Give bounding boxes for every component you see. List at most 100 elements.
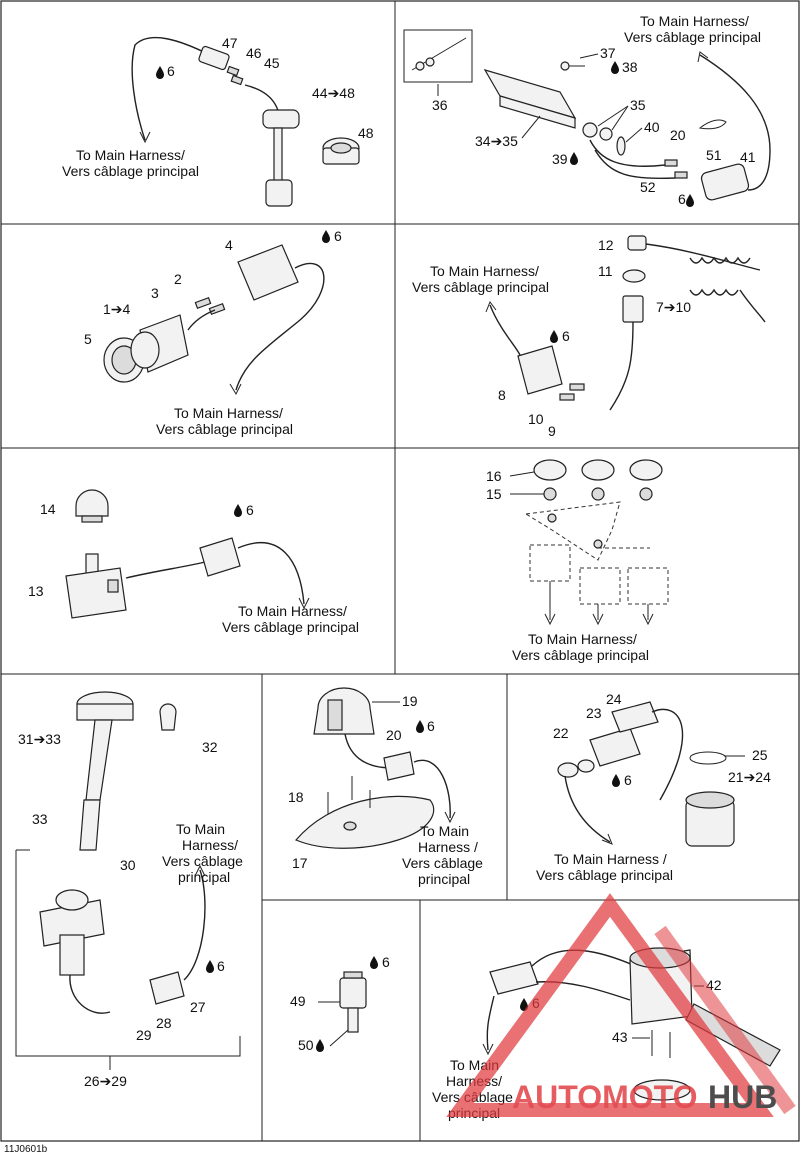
callout-6: 6 (246, 502, 254, 518)
callout-6: 6 (562, 328, 570, 344)
callout-37: 37 (600, 45, 616, 61)
callout-49: 49 (290, 993, 306, 1009)
panel-1: 47 46 45 6 44➔48 48 To Main Harness/ Ver… (62, 35, 374, 207)
harness-label-line2: Vers câblage principal (412, 279, 549, 295)
callout-45: 45 (264, 55, 280, 71)
callout-10: 10 (528, 411, 544, 427)
callout-21-24: 21➔24 (728, 769, 771, 785)
footer-code: 11J0601b (4, 1144, 48, 1155)
callout-47: 47 (222, 35, 238, 51)
callout-27: 27 (190, 999, 206, 1015)
callout-23: 23 (586, 705, 602, 721)
panel-3: 4 6 2 3 1➔4 5 To Main Harness/ Vers câbl… (84, 228, 342, 437)
callout-33: 33 (32, 811, 48, 827)
harness-label-line1: To Main (176, 821, 225, 837)
watermark-logo: AUTOMOTO HUB (446, 893, 796, 1117)
callout-22: 22 (553, 725, 569, 741)
callout-43: 43 (612, 1029, 628, 1045)
callout-13: 13 (28, 583, 44, 599)
callout-38: 38 (622, 59, 638, 75)
harness-label-line2: Vers câblage principal (222, 619, 359, 635)
callout-12: 12 (598, 237, 614, 253)
callout-18: 18 (288, 789, 304, 805)
harness-label-line2: Harness/ (182, 837, 238, 853)
callout-29: 29 (136, 1027, 152, 1043)
harness-label-line3: Vers câblage (402, 855, 483, 871)
callout-30: 30 (120, 857, 136, 873)
callout-28: 28 (156, 1015, 172, 1031)
callout-36: 36 (432, 97, 448, 113)
harness-label-line2: Vers câblage principal (624, 29, 761, 45)
callout-40: 40 (644, 119, 660, 135)
drop-icon (234, 504, 242, 517)
drop-icon (611, 61, 619, 74)
harness-label-line1: To Main Harness/ (174, 405, 283, 421)
callout-6: 6 (217, 958, 225, 974)
drop-icon (322, 230, 330, 243)
callout-52: 52 (640, 179, 656, 195)
callout-14: 14 (40, 501, 56, 517)
panel-2: 37 38 36 35 40 34➔35 20 39 51 41 52 6 To… (403, 13, 771, 207)
callout-2: 2 (174, 271, 182, 287)
callout-7-10: 7➔10 (656, 299, 691, 315)
callout-31-33: 31➔33 (18, 731, 61, 747)
panel-5: 14 6 13 To Main Harness/ Vers câblage pr… (28, 489, 359, 635)
callout-9: 9 (548, 423, 556, 439)
callout-3: 3 (151, 285, 159, 301)
panel-8: 19 20 6 18 17 To Main Harness / Vers câb… (288, 687, 483, 887)
callout-41: 41 (740, 149, 756, 165)
harness-label-line1: To Main (420, 823, 469, 839)
panel-4: 12 11 7➔10 6 8 10 9 To Main Harness/ Ver… (412, 235, 766, 439)
callout-11: 11 (598, 263, 613, 279)
watermark-text-a: AUTOMOTO (512, 1079, 697, 1115)
harness-label-line2: Vers câblage principal (62, 163, 199, 179)
drop-icon (370, 956, 378, 969)
callout-48: 48 (358, 125, 374, 141)
harness-label-line2: Harness / (418, 839, 478, 855)
drop-icon (416, 720, 424, 733)
callout-20: 20 (386, 727, 402, 743)
harness-label-line2: Vers câblage principal (156, 421, 293, 437)
callout-20: 20 (670, 127, 686, 143)
callout-26-29: 26➔29 (84, 1073, 127, 1089)
callout-16: 16 (486, 468, 502, 484)
callout-50: 50 (298, 1037, 314, 1053)
callout-6: 6 (427, 718, 435, 734)
harness-label-line2: Vers câblage principal (536, 867, 673, 883)
harness-label-line2: Vers câblage principal (512, 647, 649, 663)
callout-6: 6 (624, 772, 632, 788)
harness-label-line4: principal (178, 869, 230, 885)
harness-label-line1: To Main Harness/ (430, 263, 539, 279)
callout-5: 5 (84, 331, 92, 347)
panel-7: 31➔33 32 33 30 6 28 27 29 26➔29 To Main … (15, 691, 243, 1089)
callout-8: 8 (498, 387, 506, 403)
callout-39: 39 (552, 151, 568, 167)
callout-35: 35 (630, 97, 646, 113)
drop-icon (686, 194, 694, 207)
callout-4: 4 (225, 237, 233, 253)
callout-24: 24 (606, 691, 622, 707)
callout-17: 17 (292, 855, 308, 871)
watermark-text-b: HUB (708, 1079, 777, 1115)
callout-34-35: 34➔35 (475, 133, 518, 149)
callout-15: 15 (486, 486, 502, 502)
harness-label-line1: To Main Harness/ (238, 603, 347, 619)
harness-label-line1: To Main Harness/ (76, 147, 185, 163)
panel-9: 24 23 22 25 6 21➔24 To Main Harness / Ve… (536, 691, 771, 883)
callout-46: 46 (246, 45, 262, 61)
harness-label-line1: To Main Harness/ (640, 13, 749, 29)
panel-6: 16 15 To Main Harness/ Vers câblage prin… (486, 459, 669, 663)
drop-icon (550, 330, 558, 343)
harness-label-line1: To Main Harness / (554, 851, 667, 867)
drop-icon (570, 152, 578, 165)
harness-label-line1: To Main Harness/ (528, 631, 637, 647)
harness-label-line4: principal (418, 871, 470, 887)
callout-44-48: 44➔48 (312, 85, 355, 101)
callout-25: 25 (752, 747, 768, 763)
drop-icon (156, 66, 164, 79)
callout-32: 32 (202, 739, 218, 755)
callout-1-4: 1➔4 (103, 301, 131, 317)
callout-6: 6 (167, 63, 175, 79)
